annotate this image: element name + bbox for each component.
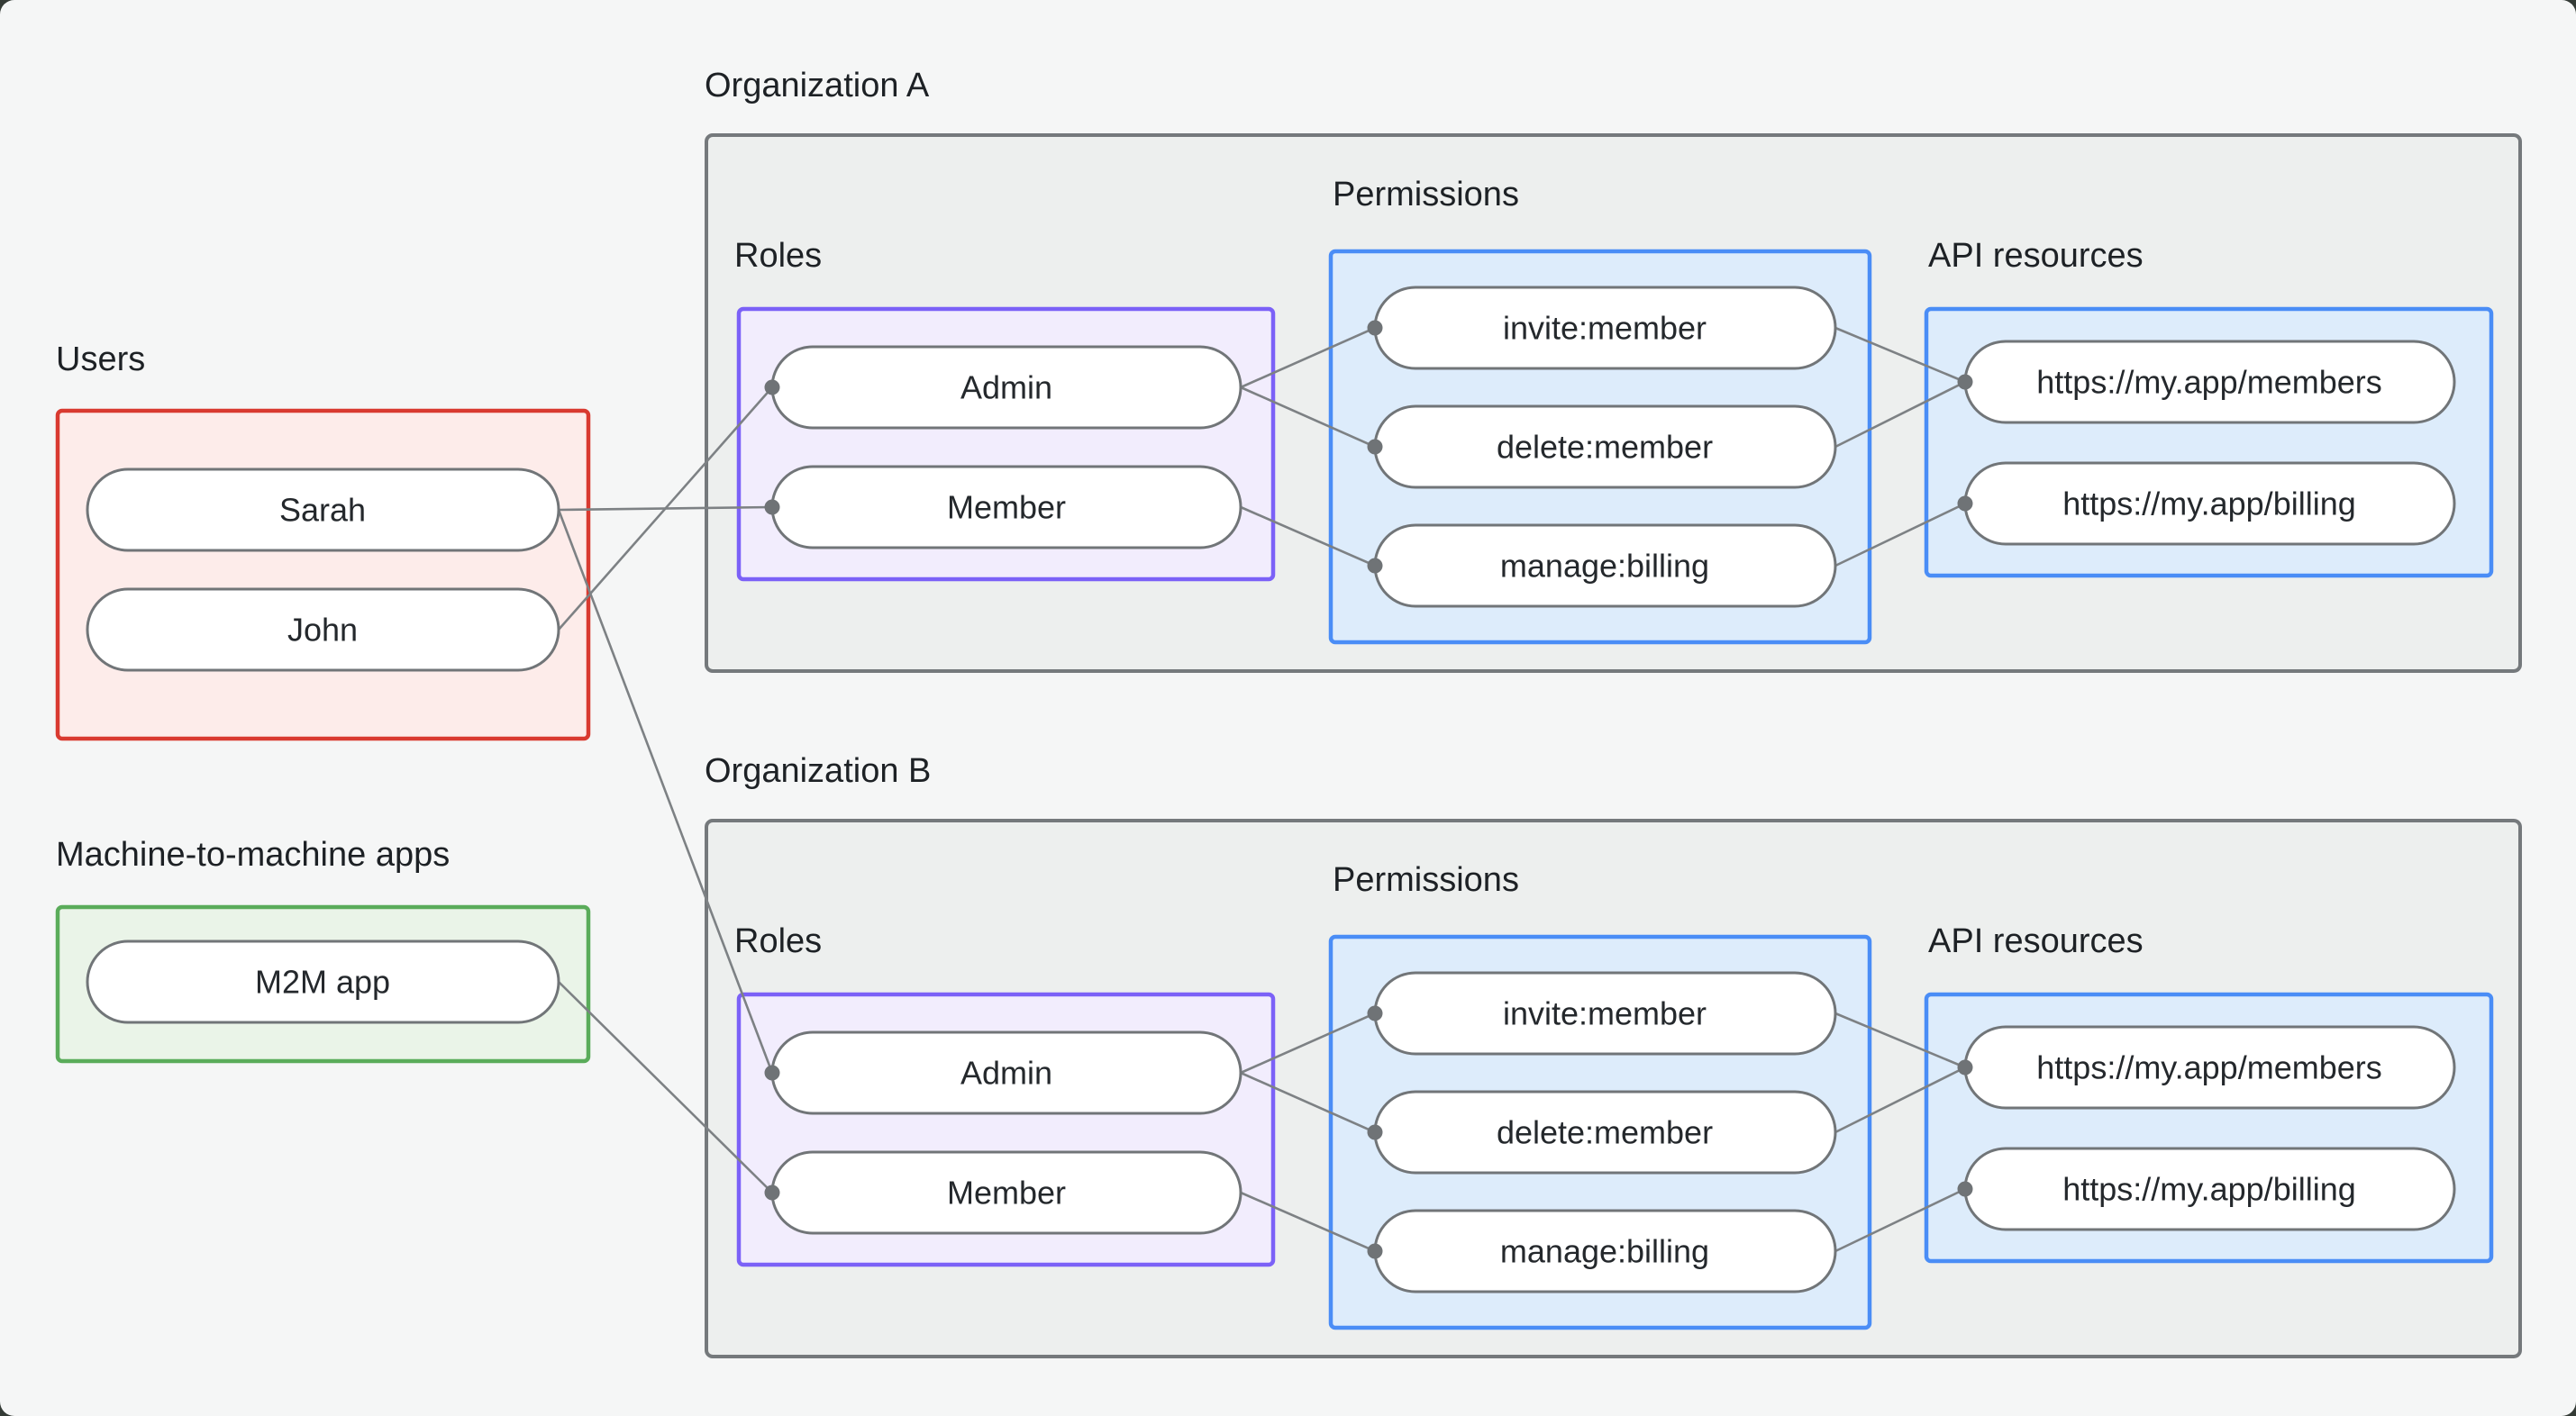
dot-orga-member: [764, 499, 780, 515]
org-b-role-admin-label: Admin: [960, 1055, 1052, 1092]
edge-sarah-to-orgb-admin: [557, 509, 774, 1074]
org-a-permissions: invite:member delete:member manage:billi…: [1373, 286, 1837, 608]
org-a-permission-manage-label: manage:billing: [1500, 548, 1709, 585]
org-b-roles-label: Roles: [734, 922, 822, 960]
m2m-group-label: Machine-to-machine apps: [56, 836, 450, 874]
edge-orga-delete-to-members-api: [1834, 380, 1966, 449]
edge-m2m-to-orgb-member: [558, 981, 773, 1194]
dot-orgb-billing-api: [1957, 1181, 1973, 1197]
m2m-app-pill: [86, 939, 560, 1024]
edge-orgb-invite-to-members-api: [1834, 1012, 1966, 1069]
user-pill-john-label: John: [287, 612, 358, 649]
users-group-label: Users: [56, 340, 145, 378]
dot-orga-admin: [764, 379, 780, 395]
user-pill-sarah-label: Sarah: [279, 492, 366, 529]
users-group-box: [55, 408, 591, 741]
org-b-permission-manage-label: manage:billing: [1500, 1233, 1709, 1270]
org-b-title: Organization B: [705, 752, 931, 790]
dot-orgb-delete: [1367, 1124, 1383, 1140]
org-a-permissions-label: Permissions: [1333, 176, 1519, 213]
org-a-api-resources-label: API resources: [1928, 237, 2144, 275]
org-a-api-billing-label: https://my.app/billing: [2062, 486, 2356, 522]
dot-orga-delete: [1367, 439, 1383, 455]
user-pill-john: [86, 587, 560, 672]
m2m-app-pill-label: M2M app: [255, 964, 390, 1001]
dot-orga-billing-api: [1957, 495, 1973, 512]
edge-orga-invite-to-members-api: [1834, 326, 1966, 384]
edge-orgb-delete-to-members-api: [1834, 1066, 1966, 1134]
connection-edges: [557, 326, 1966, 1253]
dot-orgb-manage: [1367, 1243, 1383, 1259]
org-a-permission-delete-label: delete:member: [1497, 429, 1713, 466]
org-a-roles-label: Roles: [734, 237, 822, 275]
dot-orgb-members-api: [1957, 1059, 1973, 1076]
org-a-title: Organization A: [705, 67, 930, 104]
edge-orgb-member-to-manage: [1240, 1191, 1376, 1253]
connection-dots: [764, 320, 1973, 1259]
dot-orga-manage: [1367, 558, 1383, 574]
edge-orgb-admin-to-delete: [1240, 1071, 1376, 1134]
org-a-api-members-label: https://my.app/members: [2036, 364, 2381, 401]
org-b-roles: Admin Member: [770, 1030, 1242, 1235]
org-b-permission-delete-label: delete:member: [1497, 1114, 1713, 1151]
edge-john-to-orga-admin: [558, 386, 773, 631]
edge-orgb-manage-to-billing-api: [1834, 1187, 1966, 1253]
org-b-permission-invite-label: invite:member: [1503, 995, 1707, 1032]
dot-orgb-invite: [1367, 1005, 1383, 1021]
dot-orga-invite: [1367, 320, 1383, 336]
edge-orgb-admin-to-invite: [1240, 1012, 1376, 1075]
org-a-role-admin-label: Admin: [960, 369, 1052, 406]
org-b-api-billing-label: https://my.app/billing: [2062, 1171, 2356, 1208]
org-b-role-member-label: Member: [947, 1175, 1066, 1212]
org-a-permission-invite-label: invite:member: [1503, 310, 1707, 347]
dot-orgb-admin: [764, 1065, 780, 1081]
m2m-group: M2M app: [86, 939, 560, 1024]
user-pill-sarah: [86, 467, 560, 552]
edge-orga-manage-to-billing-api: [1834, 502, 1966, 567]
edge-orga-admin-to-invite: [1240, 326, 1376, 389]
org-b-api-members-label: https://my.app/members: [2036, 1049, 2381, 1086]
org-a-role-member-label: Member: [947, 489, 1066, 526]
org-a-roles: Admin Member: [770, 345, 1242, 549]
users-group: Sarah John: [86, 467, 560, 672]
org-b-api-resources: https://my.app/members https://my.app/bi…: [1963, 1025, 2456, 1231]
org-b-api-resources-label: API resources: [1928, 922, 2144, 960]
org-b-permissions-label: Permissions: [1333, 861, 1519, 899]
edge-orga-member-to-manage: [1240, 505, 1376, 567]
dot-orgb-member: [764, 1185, 780, 1201]
edge-orga-admin-to-delete: [1240, 386, 1376, 449]
org-a-api-resources: https://my.app/members https://my.app/bi…: [1963, 340, 2456, 546]
dot-orga-members-api: [1957, 374, 1973, 390]
org-b-permissions: invite:member delete:member manage:billi…: [1373, 971, 1837, 1293]
